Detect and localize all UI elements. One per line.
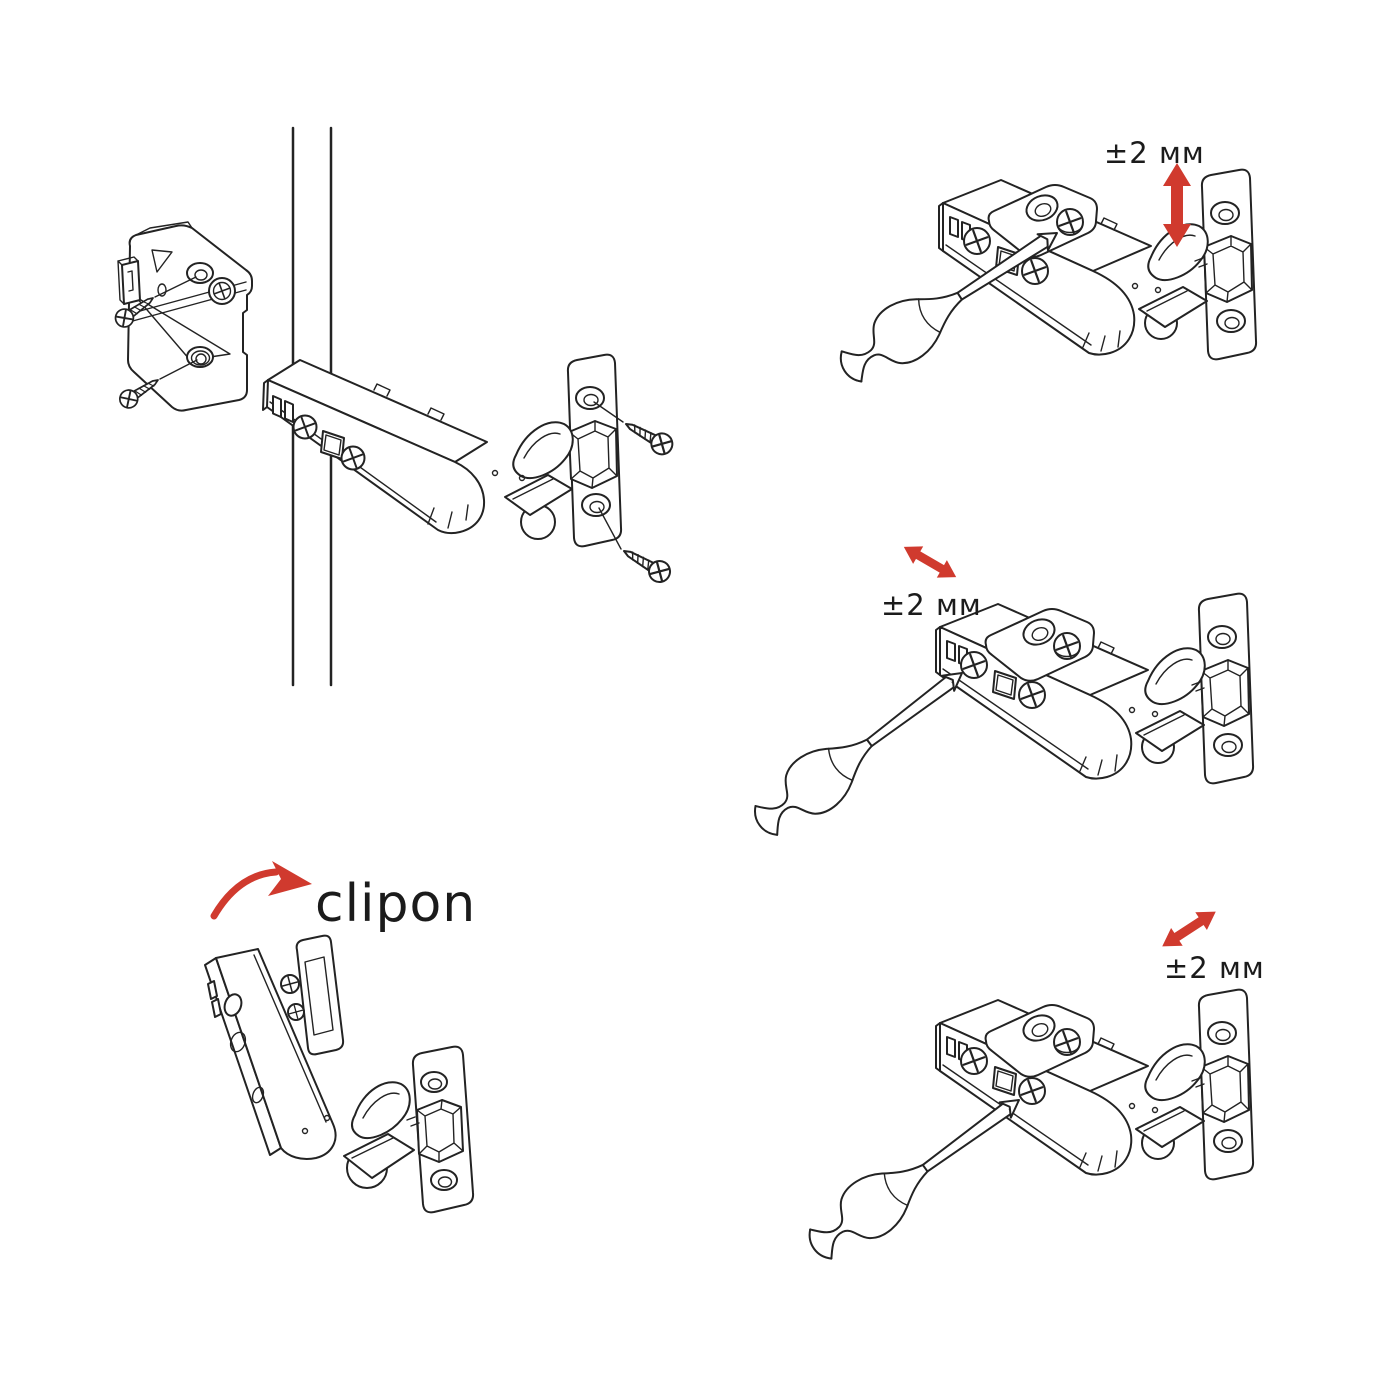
hinge-assembly (936, 594, 1253, 784)
height-adjustment-label: ±2 мм (1104, 136, 1205, 170)
hinge-assembly (939, 170, 1256, 360)
double-arrow-diagonal-icon (898, 538, 962, 586)
panel-installation (111, 126, 678, 687)
screw-icon (617, 540, 675, 587)
face-plate-screws (593, 401, 678, 587)
panel-height-adjustment (827, 163, 1256, 397)
panel-clipon (204, 861, 475, 1214)
depth-adjustment-label: ±2 мм (1164, 951, 1265, 985)
screw-icon (619, 413, 678, 460)
lateral-adjustment-label: ±2 мм (881, 588, 982, 622)
double-arrow-diagonal-icon (1156, 902, 1222, 956)
panel-lateral-adjustment (740, 538, 1253, 851)
clipon-label: clipon (315, 874, 477, 934)
hinge-arm-exploded (262, 353, 623, 548)
screwdriver-icon (740, 648, 981, 851)
hinge-assembly (936, 990, 1253, 1180)
curved-arrow-icon (210, 861, 312, 920)
screwdriver-icon (795, 1074, 1038, 1274)
wall-plate-screws (111, 276, 198, 413)
hinge-folded (204, 934, 475, 1214)
wall-mounting-plate (117, 221, 253, 412)
